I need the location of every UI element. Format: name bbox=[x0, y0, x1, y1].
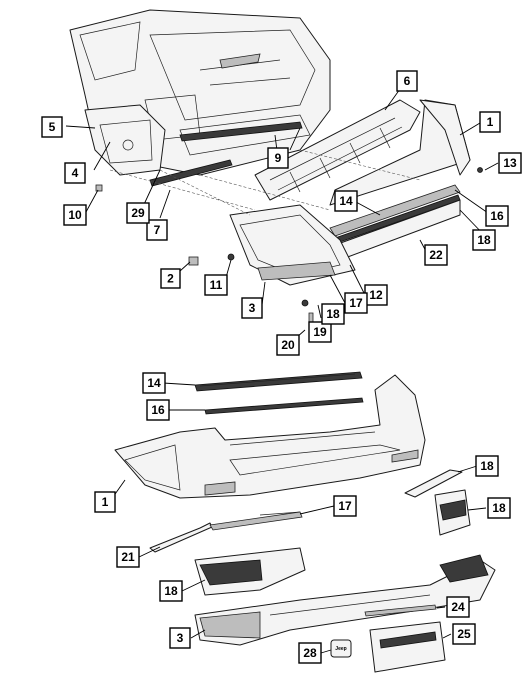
svg-text:14: 14 bbox=[147, 376, 161, 390]
svg-text:7: 7 bbox=[154, 223, 161, 237]
energy-absorber-part-6 bbox=[254, 99, 421, 201]
upper-fascia-part-1 bbox=[329, 99, 471, 206]
svg-text:1: 1 bbox=[102, 495, 109, 509]
callout-18: 18 bbox=[472, 229, 496, 251]
svg-text:11: 11 bbox=[210, 278, 223, 292]
callout-4: 4 bbox=[64, 162, 86, 184]
callout-24: 24 bbox=[446, 596, 470, 618]
svg-text:4: 4 bbox=[72, 166, 79, 180]
bracket-18-left bbox=[194, 547, 306, 596]
svg-text:17: 17 bbox=[349, 296, 363, 310]
callout-21-left: 21 bbox=[116, 546, 140, 568]
callout-16: 16 bbox=[485, 205, 509, 227]
callout-14-bottom: 14 bbox=[142, 372, 166, 394]
reflector-21-right bbox=[404, 469, 463, 498]
callout-7: 7 bbox=[146, 219, 168, 241]
callout-22: 22 bbox=[424, 244, 448, 266]
trim-strip-16 bbox=[204, 397, 364, 415]
callout-17: 17 bbox=[344, 292, 368, 314]
callout-9: 9 bbox=[267, 147, 289, 169]
svg-text:22: 22 bbox=[429, 248, 443, 262]
callout-29: 29 bbox=[126, 202, 150, 224]
callout-18-bottom-right: 18 bbox=[487, 497, 511, 519]
svg-text:24: 24 bbox=[451, 600, 465, 614]
callout-21-right: 18 bbox=[475, 455, 499, 477]
svg-text:16: 16 bbox=[490, 209, 504, 223]
callout-28: 28 bbox=[298, 642, 322, 664]
svg-text:5: 5 bbox=[49, 120, 56, 134]
callout-1-bottom: 1 bbox=[94, 491, 116, 513]
emblem-28: Jeep bbox=[330, 639, 352, 658]
callout-11: 11 bbox=[204, 274, 228, 296]
callout-6: 6 bbox=[396, 70, 418, 92]
svg-text:1: 1 bbox=[487, 115, 494, 129]
svg-text:25: 25 bbox=[457, 627, 471, 641]
callout-13: 13 bbox=[498, 152, 522, 174]
svg-text:18: 18 bbox=[492, 501, 506, 515]
bracket-18-right bbox=[434, 489, 471, 536]
svg-text:3: 3 bbox=[249, 301, 256, 315]
svg-text:18: 18 bbox=[326, 307, 340, 321]
callout-18-top-second: 18 bbox=[321, 303, 345, 325]
svg-text:28: 28 bbox=[303, 646, 317, 660]
callout-2: 2 bbox=[160, 268, 181, 289]
svg-text:20: 20 bbox=[281, 338, 295, 352]
svg-text:3: 3 bbox=[177, 631, 184, 645]
svg-text:18: 18 bbox=[480, 459, 494, 473]
reflector-21-left bbox=[149, 511, 303, 553]
trim-strip-14 bbox=[194, 371, 363, 392]
callout-17-bottom: 17 bbox=[333, 495, 357, 517]
cover-24 bbox=[364, 604, 437, 617]
callout-5: 5 bbox=[41, 116, 63, 138]
hitch-cover-25 bbox=[369, 621, 446, 673]
callout-19: 19 bbox=[308, 321, 332, 343]
lower-valance-3 bbox=[194, 554, 496, 646]
callout-1: 1 bbox=[479, 111, 501, 133]
callout-20: 20 bbox=[276, 334, 300, 356]
callout-3: 3 bbox=[241, 297, 263, 319]
svg-text:21: 21 bbox=[121, 550, 135, 564]
callout-18-bottom-left: 18 bbox=[159, 580, 183, 602]
svg-text:18: 18 bbox=[477, 233, 491, 247]
svg-text:18: 18 bbox=[164, 584, 178, 598]
callout-10: 10 bbox=[63, 204, 87, 226]
svg-text:17: 17 bbox=[338, 499, 352, 513]
svg-text:29: 29 bbox=[131, 206, 145, 220]
bumper-fascia-1 bbox=[114, 374, 426, 499]
svg-text:13: 13 bbox=[503, 156, 517, 170]
bottom-view-leaders bbox=[112, 382, 487, 654]
svg-text:14: 14 bbox=[339, 194, 353, 208]
callout-3-bottom: 3 bbox=[169, 627, 191, 649]
callout-25: 25 bbox=[452, 623, 476, 645]
callout-14: 14 bbox=[334, 190, 358, 212]
svg-text:6: 6 bbox=[404, 74, 411, 88]
side-trim-17 bbox=[259, 511, 301, 516]
lower-bumper-part-3 bbox=[229, 204, 356, 286]
svg-text:10: 10 bbox=[68, 208, 82, 222]
svg-text:12: 12 bbox=[369, 288, 383, 302]
emblem-text: Jeep bbox=[335, 646, 346, 652]
callout-12: 12 bbox=[364, 284, 388, 306]
svg-text:19: 19 bbox=[313, 325, 327, 339]
svg-text:9: 9 bbox=[275, 151, 282, 165]
callout-16-bottom: 16 bbox=[146, 399, 170, 421]
svg-text:16: 16 bbox=[151, 403, 165, 417]
svg-text:2: 2 bbox=[167, 272, 174, 286]
